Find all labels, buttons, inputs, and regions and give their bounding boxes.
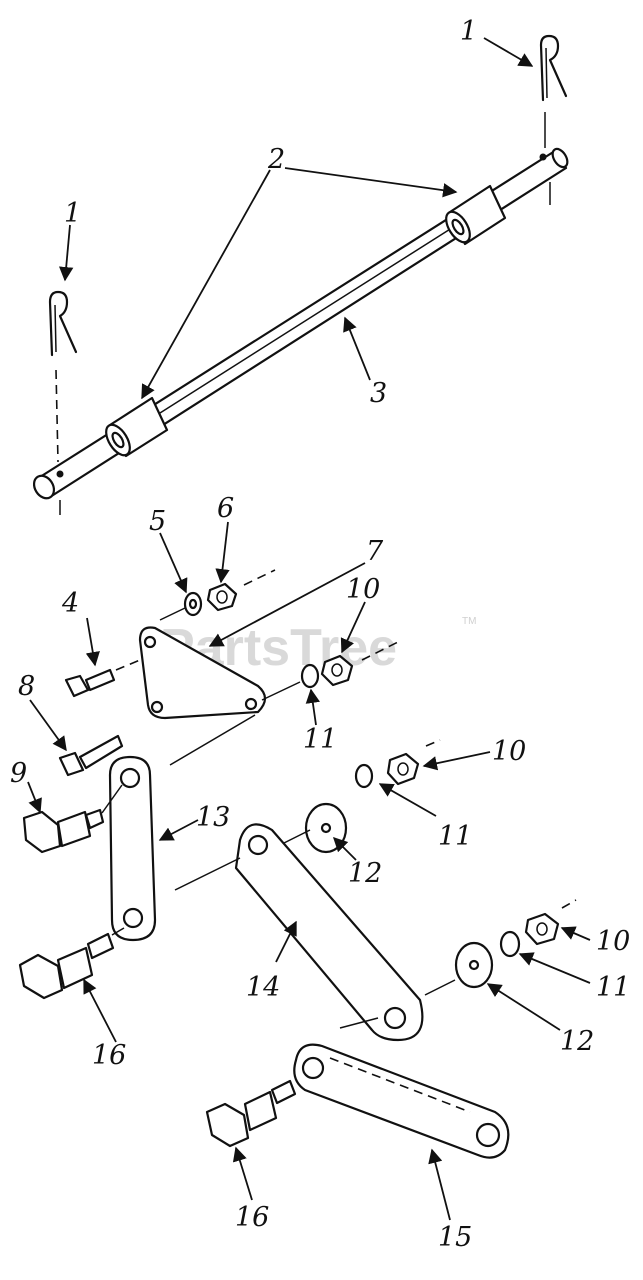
nut-10a (320, 654, 354, 687)
bolt-8 (58, 734, 124, 777)
leader-lines (27, 37, 591, 1221)
callout-5: 5 (149, 506, 166, 537)
callout-13: 13 (196, 802, 230, 833)
shoulder-bolt-16b (205, 1079, 297, 1148)
callout-11b: 11 (438, 821, 472, 852)
callout-1-right: 1 (460, 16, 477, 47)
callout-12a: 12 (348, 858, 382, 889)
callout-4: 4 (61, 588, 79, 619)
callout-15: 15 (438, 1222, 472, 1253)
callout-10c: 10 (596, 926, 630, 957)
triangle-bracket (138, 626, 267, 720)
callout-11c: 11 (596, 972, 630, 1003)
callout-6: 6 (217, 493, 234, 524)
lockwasher-11c (499, 930, 521, 958)
link-13 (108, 755, 157, 942)
lockwasher-11b (354, 763, 374, 789)
callout-1-left: 1 (64, 198, 81, 229)
callout-16a: 16 (92, 1040, 126, 1071)
callout-12b: 12 (560, 1026, 594, 1057)
nut-10b (386, 752, 420, 786)
bushing-right (445, 184, 507, 246)
callout-11a: 11 (303, 724, 337, 755)
nut-10c (524, 912, 560, 946)
callout-2: 2 (267, 144, 285, 175)
callout-8: 8 (18, 671, 35, 702)
callout-16b: 16 (235, 1202, 269, 1233)
shoulder-bolt-16a (18, 927, 125, 1000)
callout-7: 7 (366, 536, 384, 567)
link-14 (234, 823, 424, 1042)
callout-3: 3 (370, 378, 387, 409)
callout-14: 14 (246, 972, 280, 1003)
bolt-4 (64, 659, 141, 698)
link-15 (293, 1043, 510, 1159)
watermark-trademark: TM (462, 616, 476, 627)
shoulder-bolt-9 (22, 784, 123, 854)
lockwasher-11a (300, 663, 320, 689)
callout-9: 9 (10, 758, 27, 789)
bushing-left (105, 396, 169, 458)
callout-10b: 10 (492, 736, 526, 767)
hairpin-clip-left (48, 290, 78, 515)
callout-10a: 10 (346, 574, 380, 605)
nut-6 (206, 582, 238, 612)
hairpin-clip-right (539, 34, 568, 205)
